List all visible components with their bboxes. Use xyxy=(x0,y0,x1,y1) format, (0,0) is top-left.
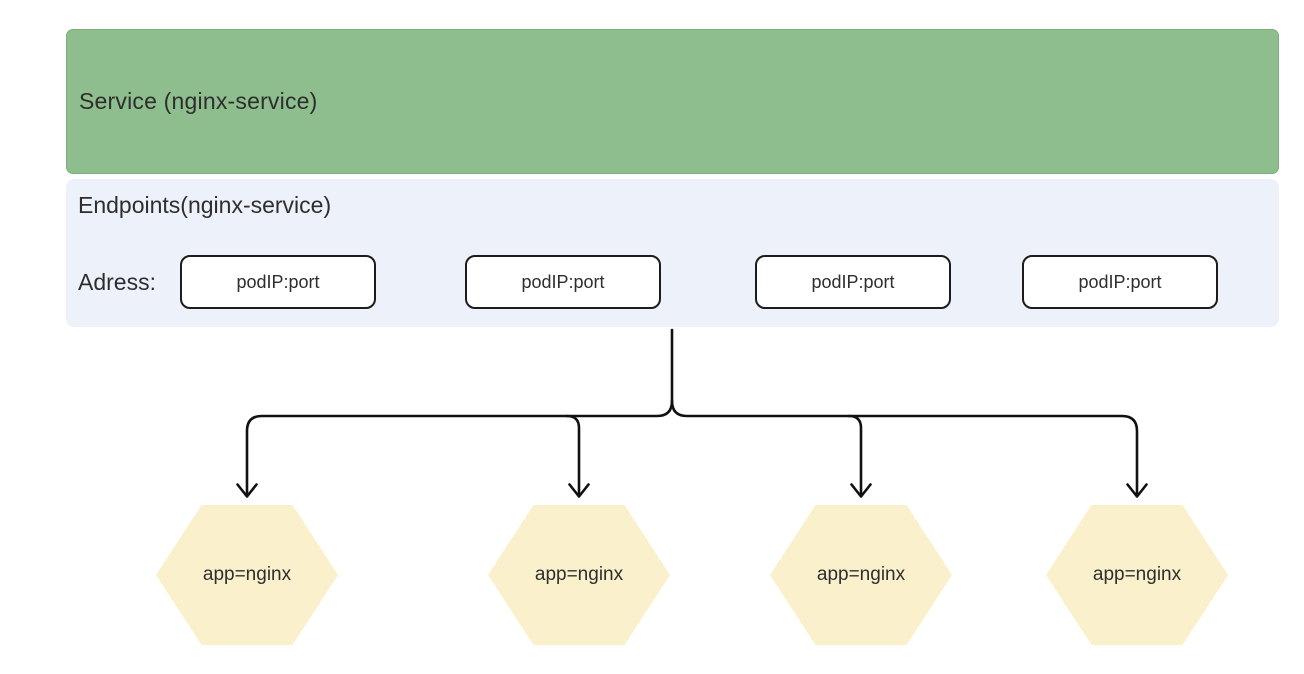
arrowhead-icon xyxy=(850,483,872,498)
address-label: Adress: xyxy=(78,268,156,295)
address-box-label: podIP:port xyxy=(236,271,320,292)
endpoints-box: Endpoints(nginx-service) Adress: podIP:p… xyxy=(66,179,1279,327)
arrowhead-icon xyxy=(568,483,590,498)
pod-hexagon: app=nginx xyxy=(156,505,338,645)
connector-branch-2 xyxy=(565,414,581,497)
service-box: Service (nginx-service) xyxy=(66,29,1279,174)
address-box: podIP:port xyxy=(180,255,376,309)
pod-hexagon: app=nginx xyxy=(770,505,952,645)
pod-label: app=nginx xyxy=(202,564,292,585)
arrowhead-icon xyxy=(1126,483,1148,498)
pod-label: app=nginx xyxy=(816,564,906,585)
connector-branch-3 xyxy=(847,414,863,497)
address-box: podIP:port xyxy=(465,255,661,309)
address-box: podIP:port xyxy=(755,255,951,309)
pod-label: app=nginx xyxy=(1092,564,1182,585)
address-box: podIP:port xyxy=(1022,255,1218,309)
address-box-label: podIP:port xyxy=(811,271,895,292)
address-box-label: podIP:port xyxy=(1078,271,1162,292)
pod-label: app=nginx xyxy=(534,564,624,585)
endpoints-title: Endpoints(nginx-service) xyxy=(78,192,332,218)
pod-hexagon: app=nginx xyxy=(1046,505,1228,645)
connector-arm-right xyxy=(670,399,1139,497)
connector-arm-left xyxy=(245,399,674,497)
arrowhead-icon xyxy=(236,483,258,498)
service-label: Service (nginx-service) xyxy=(79,88,318,114)
pod-hexagon: app=nginx xyxy=(488,505,670,645)
address-box-label: podIP:port xyxy=(521,271,605,292)
